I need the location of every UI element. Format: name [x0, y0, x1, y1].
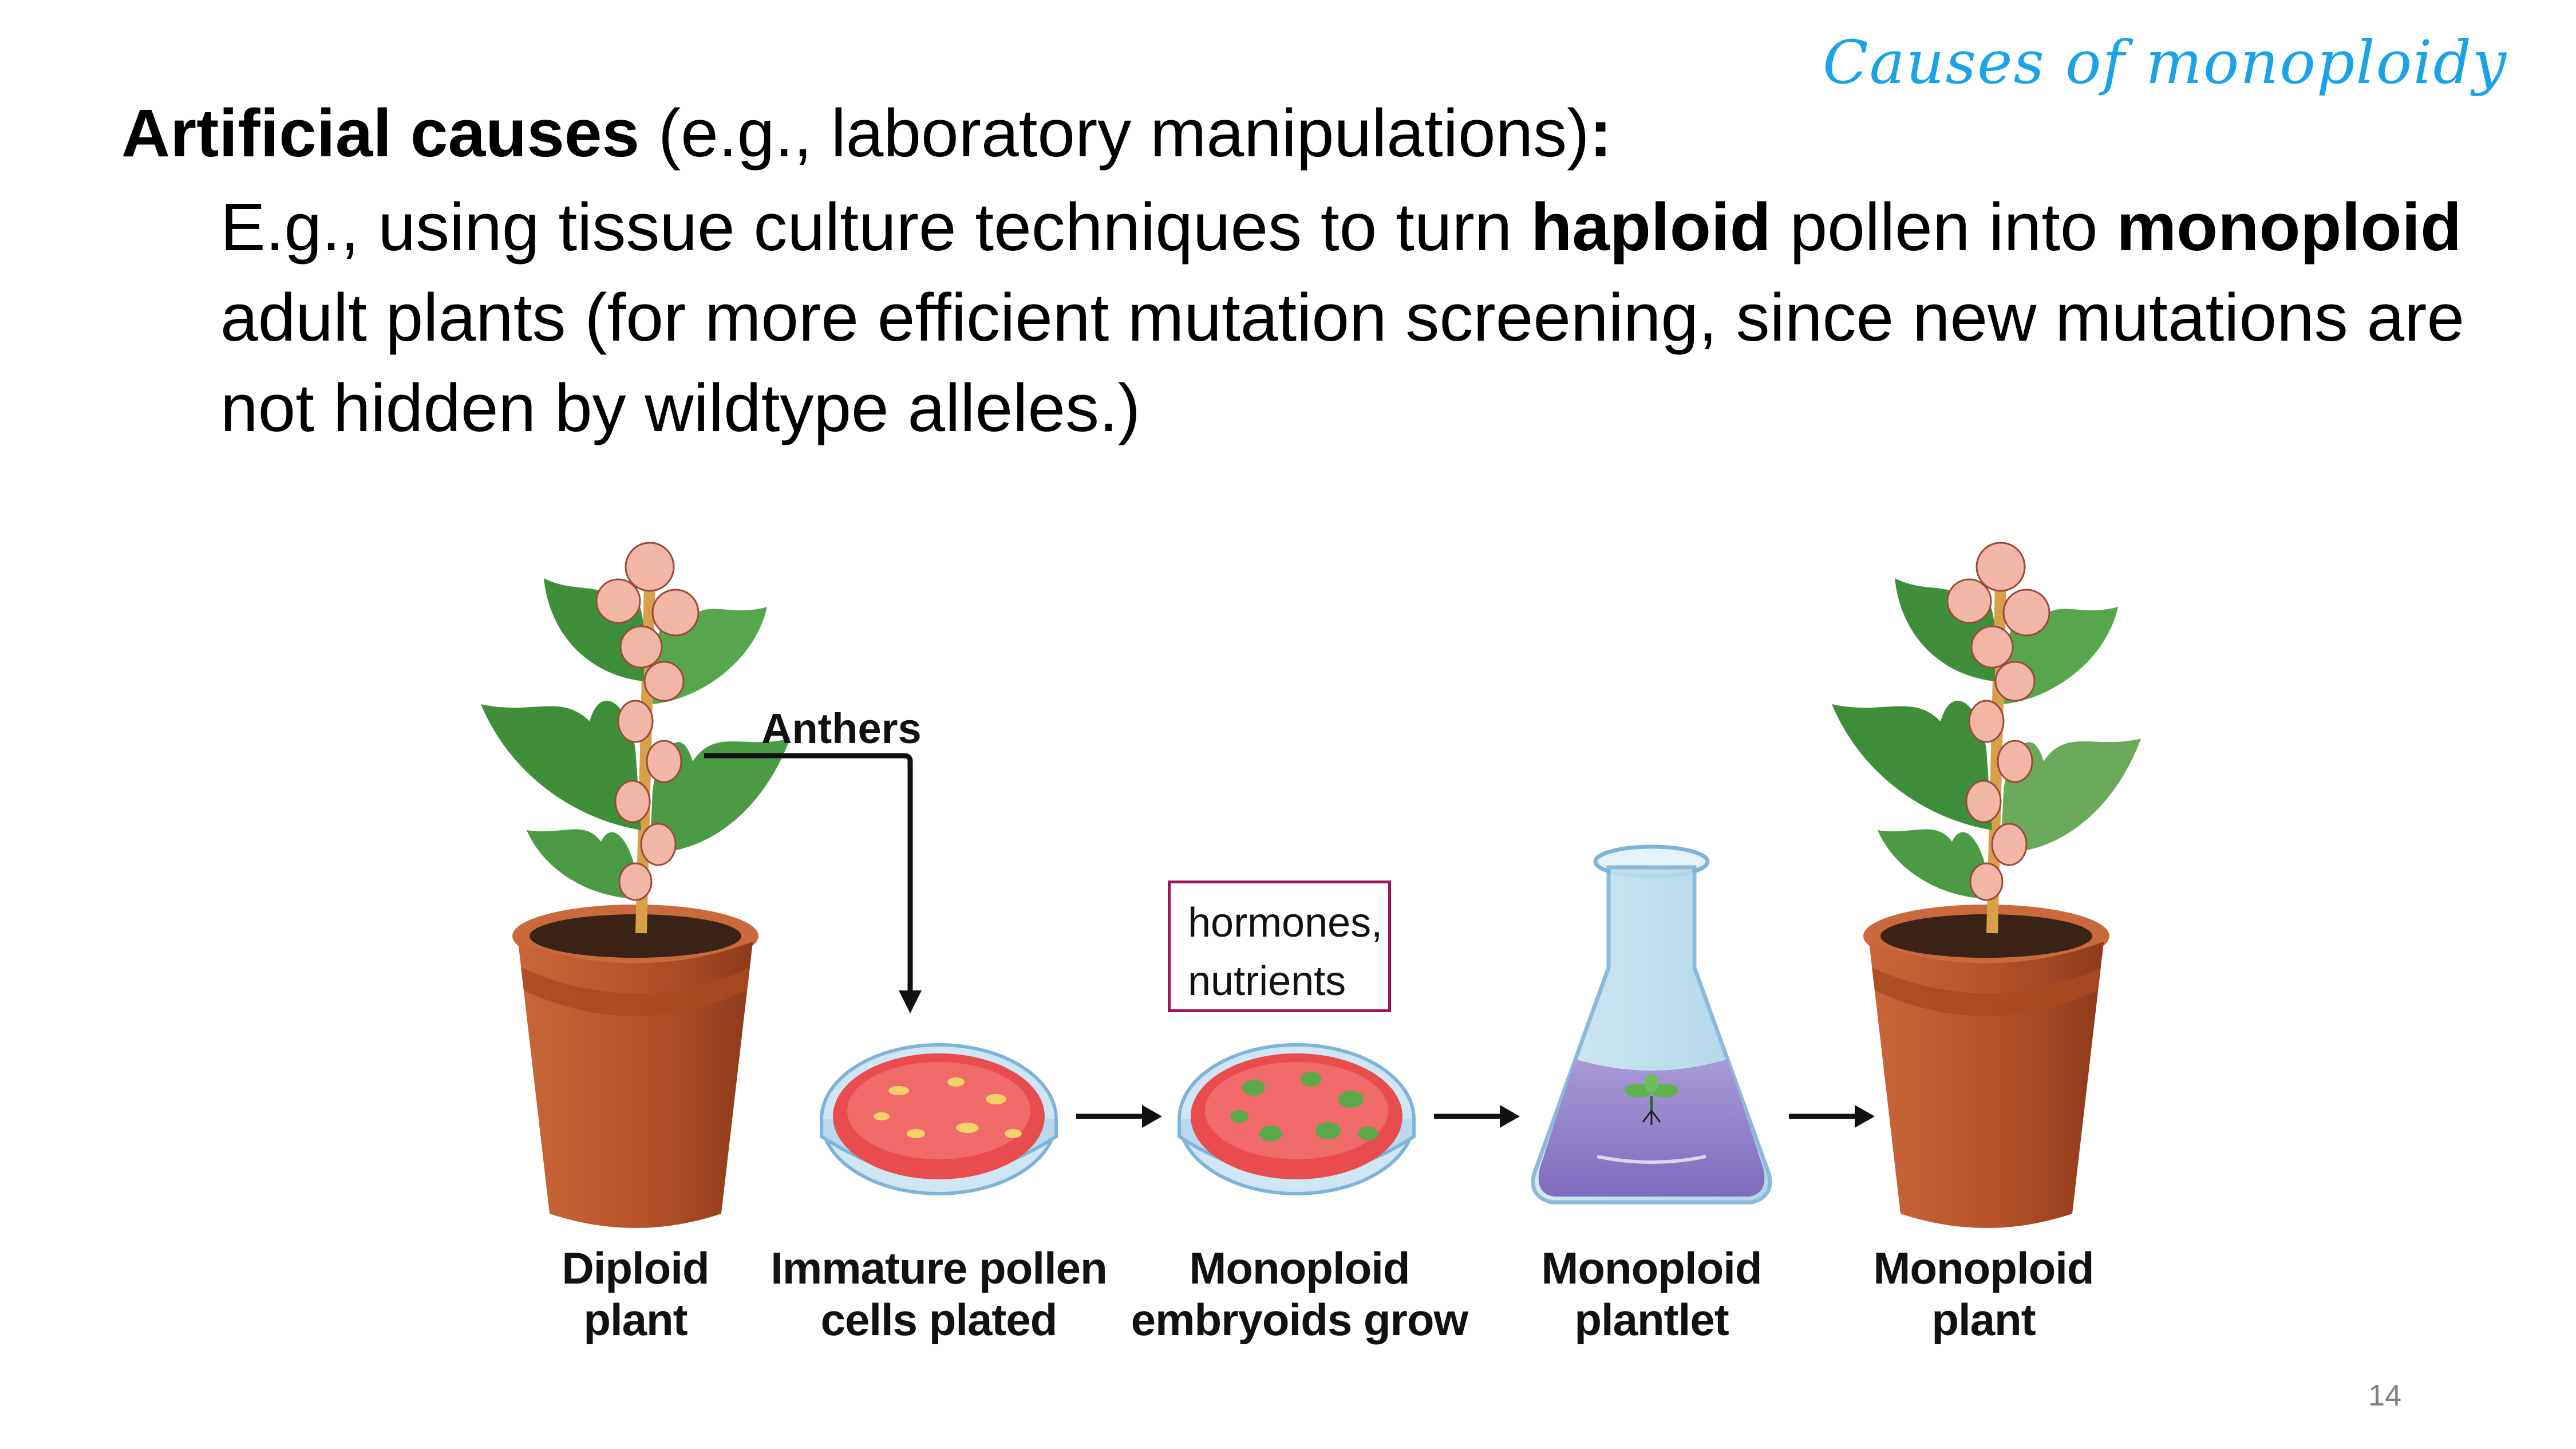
heading-bold: Artificial causes — [121, 96, 640, 171]
diploid-plant-illustration — [481, 542, 790, 1228]
left-flower-5 — [643, 661, 685, 702]
left-pot-soil — [530, 914, 741, 958]
body-bold-haploid: haploid — [1531, 189, 1771, 265]
anthers-label: Anthers — [761, 705, 922, 752]
left-leaf-3 — [544, 578, 644, 681]
box-line-1: hormones, — [1188, 900, 1383, 946]
left-leaf-5 — [527, 829, 641, 899]
heading-normal: (e.g., laboratory manipulations) — [639, 96, 1590, 171]
body-part3: adult plants (for more efficient mutatio… — [220, 280, 2465, 446]
body-text: E.g., using tissue culture techniques to… — [220, 182, 2510, 453]
flask-plantlet — [1531, 844, 1772, 1205]
arrow-3-head — [1855, 1105, 1875, 1128]
label-diploid-plant: Diploid plant — [521, 1242, 750, 1345]
left-flower-4 — [619, 625, 663, 669]
label-monoploid-embryoids: Monoploid embryoids grow — [1122, 1242, 1477, 1345]
label-plant-line1: Monoploid — [1873, 1243, 2094, 1293]
topic-tag: Causes of monoploidy — [1823, 27, 2507, 97]
anthers-arrowhead — [899, 990, 922, 1013]
label-monoploid-plant: Monoploid plant — [1855, 1242, 2112, 1345]
label-monoploid-plantlet: Monoploid plantlet — [1523, 1242, 1780, 1345]
tissue-culture-figure: Anthers hormones, nutrients Diploid plan… — [447, 532, 2164, 1374]
left-leaf-1 — [481, 700, 641, 830]
label-embryoids-line1: Monoploid — [1189, 1243, 1410, 1293]
body-bold-monoploid: monoploid — [2116, 189, 2462, 265]
page-number: 14 — [2368, 1379, 2401, 1412]
left-pot-body — [518, 942, 753, 1228]
label-embryoids-line2: embryoids grow — [1131, 1294, 1468, 1345]
left-bud-3 — [614, 780, 651, 823]
left-leaf-2 — [650, 739, 790, 853]
label-plantlet-line2: plantlet — [1574, 1294, 1729, 1345]
label-plantlet-line1: Monoploid — [1541, 1243, 1762, 1293]
arrow-1-head — [1142, 1105, 1162, 1128]
left-flower-2 — [595, 578, 641, 624]
label-pollen-line1: Immature pollen — [771, 1243, 1107, 1293]
left-bud-1 — [617, 700, 654, 743]
label-diploid-line2: plant — [583, 1294, 688, 1345]
label-immature-pollen: Immature pollen cells plated — [767, 1242, 1111, 1345]
label-plant-line2: plant — [1931, 1294, 2036, 1345]
left-bud-4 — [640, 823, 677, 866]
hormones-nutrients-box: hormones, nutrients — [1168, 881, 1391, 1012]
arrow-2-head — [1500, 1105, 1520, 1128]
label-diploid-line1: Diploid — [562, 1243, 709, 1293]
body-part1: E.g., using tissue culture techniques to… — [220, 189, 1531, 265]
petri-dish-pollen — [820, 1043, 1058, 1195]
left-flower-3 — [651, 589, 700, 637]
figure-illustration — [481, 542, 2141, 1228]
left-pot-band — [521, 968, 750, 1016]
left-bud-5 — [618, 862, 653, 901]
left-bud-2 — [646, 740, 682, 783]
label-pollen-line2: cells plated — [820, 1294, 1058, 1345]
monoploid-plant-illustration — [1832, 542, 2141, 1228]
body-part2: pollen into — [1771, 189, 2117, 265]
box-line-2: nutrients — [1188, 958, 1346, 1004]
heading: Artificial causes (e.g., laboratory mani… — [121, 92, 1612, 176]
left-flower-1 — [625, 542, 675, 592]
petri-dish-embryoids — [1178, 1043, 1416, 1195]
anthers-arrow — [704, 753, 913, 990]
heading-colon: : — [1589, 96, 1612, 171]
